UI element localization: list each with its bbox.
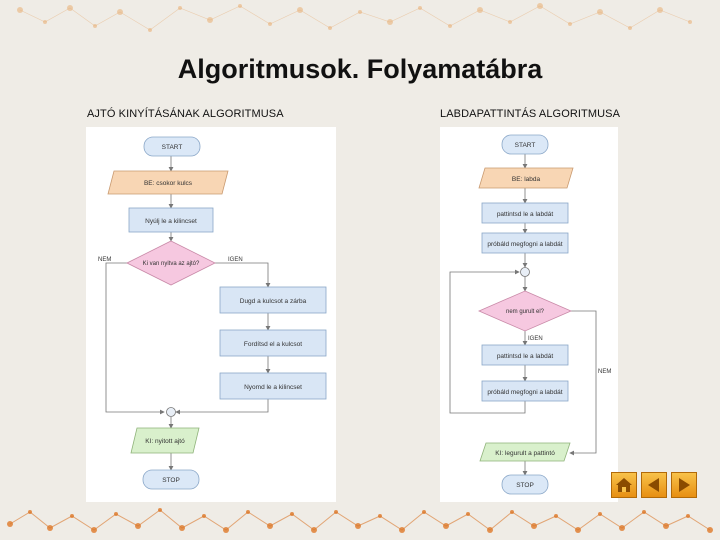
home-icon (616, 478, 632, 492)
left-step2-label: Dugd a kulcsot a zárba (240, 298, 307, 305)
right-flowchart: START BE: labda pattintsd le a labdát pr… (449, 134, 611, 495)
right-yes-label: IGEN (528, 336, 543, 342)
left-step1-node (128, 207, 214, 233)
left-join-node (166, 407, 176, 417)
previous-slide-button[interactable] (641, 472, 667, 498)
arrow-right-icon (679, 478, 690, 492)
left-yes-label: IGEN (228, 257, 243, 263)
right-step3-node (481, 344, 569, 366)
next-slide-button[interactable] (671, 472, 697, 498)
left-stop-label: STOP (162, 477, 180, 484)
left-input-label: BE: csokor kulcs (144, 180, 193, 187)
right-decision-node (477, 290, 573, 332)
left-output-label: KI: nyitott ajtó (145, 438, 185, 445)
right-subtitle: LABDAPATTINTÁS ALGORITMUSA (440, 108, 621, 120)
right-input-label: BE: labda (512, 176, 541, 183)
left-decision-label: Ki van nyitva az ajtó? (143, 261, 200, 267)
left-decision-node (126, 240, 216, 286)
left-start-node (143, 136, 201, 157)
top-decoration (17, 3, 692, 32)
left-flowchart: START BE: csokor kulcs Nyúlj le a kilinc… (98, 136, 327, 490)
left-subtitle: AJTÓ KINYÍTÁSÁNAK ALGORITMUSA (87, 108, 284, 120)
right-step4-node (481, 380, 569, 402)
right-step2-node (481, 232, 569, 254)
left-step3-label: Fordítsd el a kulcsot (244, 341, 302, 348)
home-button[interactable] (611, 472, 637, 498)
left-step4-label: Nyomd le a kilincset (244, 384, 302, 391)
right-step2-label: próbáld megfogni a labdát (487, 241, 562, 248)
arrow-left-icon (648, 478, 659, 492)
right-start-label: START (515, 142, 536, 149)
left-flowchart-panel: START BE: csokor kulcs Nyúlj le a kilinc… (86, 127, 336, 502)
left-no-label: NEM (98, 257, 111, 263)
right-decision-label: nem gurult el? (506, 309, 545, 315)
right-input-node (478, 167, 574, 189)
right-flowchart-panel: START BE: labda pattintsd le a labdát pr… (440, 127, 618, 502)
page-title: Algoritmusok. Folyamatábra (177, 54, 543, 84)
right-step3-label: pattintsd le a labdát (497, 353, 554, 360)
right-step4-label: próbáld megfogni a labdát (487, 389, 562, 396)
right-stop-node (501, 474, 549, 495)
left-input-node (107, 170, 229, 195)
right-join-node (520, 267, 530, 277)
right-stop-label: STOP (516, 482, 534, 489)
left-start-label: START (162, 144, 183, 151)
left-step2-node (219, 286, 327, 314)
right-output-label: KI: legurult a pattintó (495, 450, 555, 457)
right-no-label: NEM (598, 369, 611, 375)
right-step1-label: pattintsd le a labdát (497, 211, 554, 218)
left-stop-node (142, 469, 200, 490)
right-step1-node (481, 202, 569, 224)
left-step3-node (219, 329, 327, 357)
left-step1-label: Nyúlj le a kilincset (145, 218, 197, 225)
right-output-node (479, 442, 571, 462)
left-step4-node (219, 372, 327, 400)
left-output-node (130, 427, 200, 454)
right-start-node (501, 134, 549, 155)
